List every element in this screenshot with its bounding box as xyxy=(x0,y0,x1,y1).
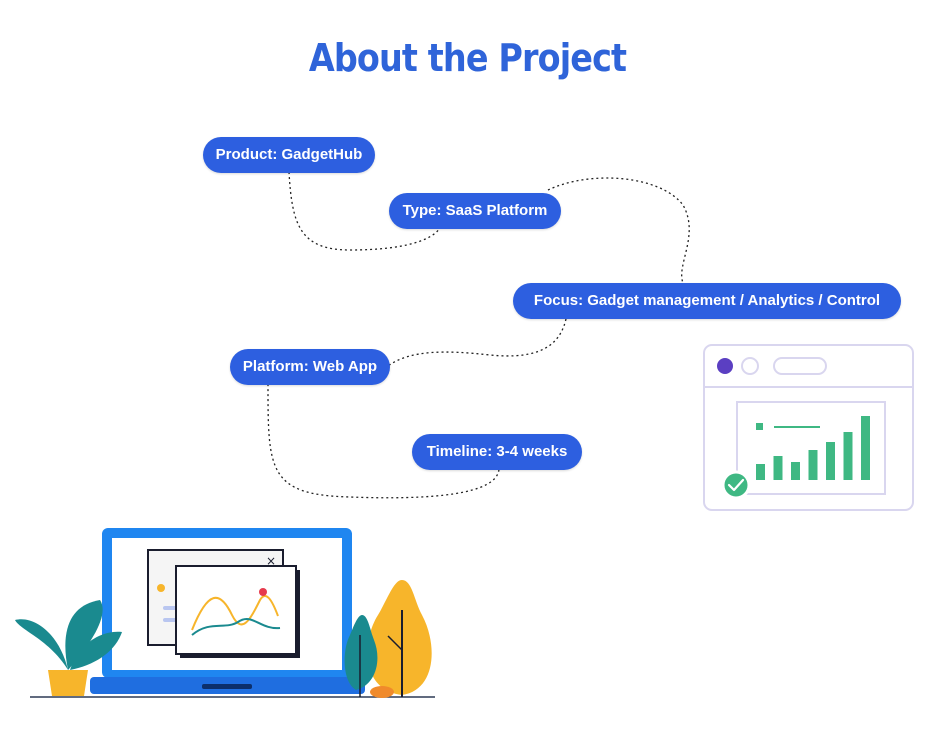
svg-text:×: × xyxy=(266,554,276,568)
laptop-illustration: × xyxy=(15,528,435,698)
chart-bar xyxy=(861,416,870,480)
page-title: About the Project xyxy=(308,36,627,80)
chart-bar xyxy=(843,432,853,480)
pill-timeline: Timeline: 3-4 weeks xyxy=(412,434,582,470)
chart-bar xyxy=(808,450,818,480)
pill-type: Type: SaaS Platform xyxy=(389,193,561,229)
bar-chart-bars xyxy=(756,416,870,480)
chart-bar xyxy=(773,456,783,480)
pill-focus: Focus: Gadget management / Analytics / C… xyxy=(513,283,901,319)
chart-bar xyxy=(791,462,800,480)
pill-product: Product: GadgetHub xyxy=(203,137,375,173)
dashboard-chart-illustration xyxy=(703,344,914,511)
check-icon xyxy=(721,470,751,500)
pill-platform: Platform: Web App xyxy=(230,349,390,385)
chart-bar xyxy=(826,442,835,480)
chart-bar xyxy=(756,464,765,480)
